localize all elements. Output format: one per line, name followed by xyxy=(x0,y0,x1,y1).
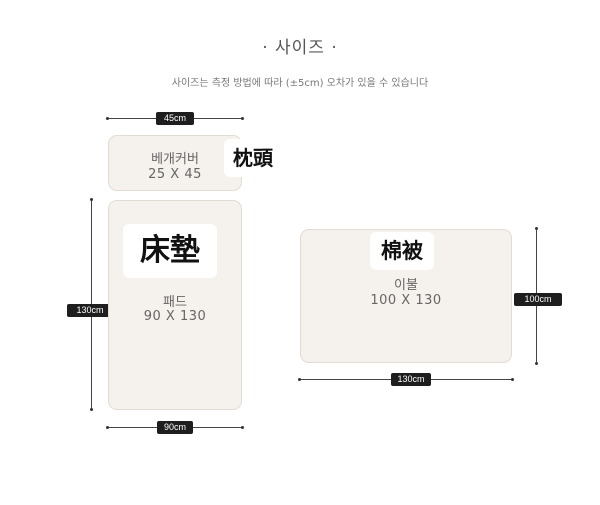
pad-height-tag: 130cm xyxy=(67,304,113,317)
pad-height-line-end xyxy=(90,408,93,411)
blanket-width-line-end xyxy=(511,378,514,381)
pad-width-line-end xyxy=(241,426,244,429)
pillow-cover-size: 25 X 45 xyxy=(148,167,202,182)
section-title: · 사이즈 · xyxy=(262,38,338,58)
pad-width-tag: 90cm xyxy=(157,421,193,434)
blanket-size: 100 X 130 xyxy=(370,293,442,308)
blanket-height-line-end xyxy=(535,362,538,365)
blanket-height-line-start xyxy=(535,227,538,230)
blanket-overlay-label: 棉被 xyxy=(370,232,434,270)
pad-height-line-start xyxy=(90,198,93,201)
blanket-width-tag: 130cm xyxy=(391,373,431,386)
blanket-height-tag: 100cm xyxy=(514,293,562,306)
pad-name: 패드 xyxy=(163,295,187,310)
size-disclaimer: 사이즈는 측정 방법에 따라 (±5cm) 오차가 있을 수 있습니다 xyxy=(171,78,429,89)
pad-width-line-start xyxy=(106,426,109,429)
blanket-width-line-start xyxy=(298,378,301,381)
blanket-name: 이불 xyxy=(394,278,418,293)
pad-overlay-label: 床墊 xyxy=(123,224,217,278)
pillow-width-line-end xyxy=(241,117,244,120)
pillow-width-line-start xyxy=(106,117,109,120)
pillow-cover-name: 베개커버 xyxy=(151,152,199,167)
pillow-width-tag: 45cm xyxy=(156,112,194,125)
pillow-cover-panel: 베개커버 25 X 45 xyxy=(108,135,242,191)
pad-size: 90 X 130 xyxy=(143,309,207,324)
pillow-overlay-label: 枕頭 xyxy=(224,139,282,177)
